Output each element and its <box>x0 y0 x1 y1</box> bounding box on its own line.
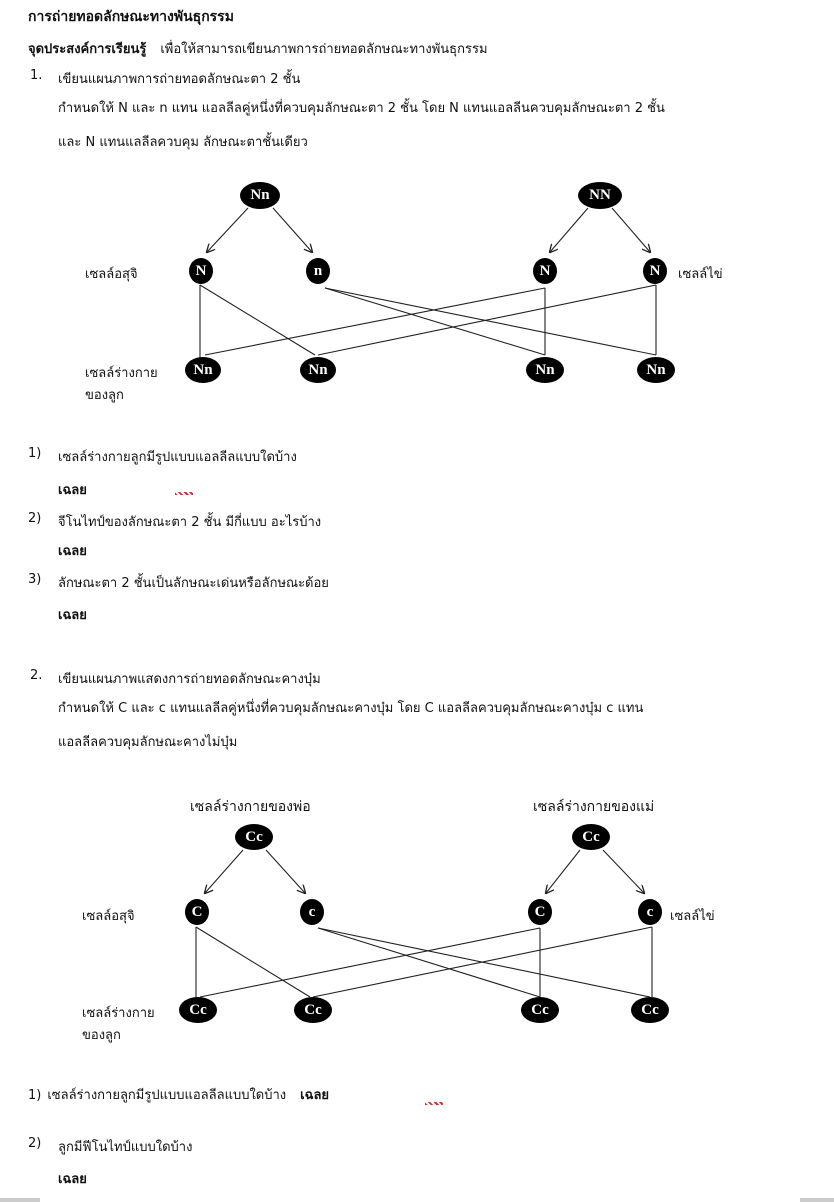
page-edge <box>0 1198 40 1202</box>
question-number: 1) <box>28 1088 42 1103</box>
egg-label: เซลล์ไข่ <box>670 909 715 924</box>
egg-label: เซลล์ไข่ <box>678 267 723 282</box>
sperm-label: เซลล์อสุจิ <box>82 909 135 924</box>
section-number: 2. <box>30 668 43 683</box>
gamete-node: N <box>189 258 213 284</box>
answer-label: เฉลย <box>58 483 87 498</box>
child-cell-label: เซลล์ร่างกาย <box>85 366 158 381</box>
question-number: 1) <box>28 446 42 461</box>
parent-node: Cc <box>235 824 273 850</box>
section-number: 1. <box>30 68 43 83</box>
gamete-node: n <box>306 258 330 284</box>
child-node: Cc <box>179 997 217 1023</box>
gamete-node: N <box>643 258 667 284</box>
child-cell-label: ของลูก <box>85 388 124 403</box>
answer-label: เฉลย <box>300 1088 330 1103</box>
objective-text: เพื่อให้สามารถเขียนภาพการถ่ายทอดลักษณะทา… <box>160 42 488 57</box>
question-text: เซลล์ร่างกายลูกมีรูปแบบแอลลีลแบบใดบ้าง <box>47 1088 287 1103</box>
gamete-node: N <box>533 258 557 284</box>
mother-label: เซลล์ร่างกายของแม่ <box>533 799 655 815</box>
spellcheck-underline <box>425 1102 443 1105</box>
child-node: Nn <box>526 357 564 383</box>
gamete-node: c <box>638 899 662 925</box>
child-node: Cc <box>294 997 332 1023</box>
child-node: Cc <box>631 997 669 1023</box>
gamete-node: C <box>528 899 552 925</box>
parent-node: Nn <box>240 182 280 209</box>
gamete-node: C <box>185 899 209 925</box>
question-text: ลักษณะตา 2 ชั้นเป็นลักษณะเด่นหรือลักษณะด… <box>58 576 329 591</box>
objective-row: จุดประสงค์การเรียนรู้ เพื่อให้สามารถเขีย… <box>28 38 488 59</box>
spellcheck-underline <box>175 492 193 495</box>
document-title: การถ่ายทอดลักษณะทางพันธุกรรม <box>28 9 234 25</box>
child-node: Cc <box>521 997 559 1023</box>
question-number: 2) <box>28 1136 42 1151</box>
section-text: กำหนดให้ C และ c แทนแลลีลคู่หนึ่งที่ควบค… <box>58 701 644 716</box>
question-text: จีโนไทป์ของลักษณะตา 2 ชั้น มีกี่แบบ อะไร… <box>58 515 322 530</box>
child-cell-label: เซลล์ร่างกาย <box>82 1006 155 1021</box>
parent-node: Cc <box>572 824 610 850</box>
question-text: เซลล์ร่างกายลูกมีรูปแบบแอลลีลแบบใดบ้าง <box>58 450 297 465</box>
objective-label: จุดประสงค์การเรียนรู้ <box>28 42 147 57</box>
answer-label: เฉลย <box>58 1172 87 1187</box>
parent-node: NN <box>578 182 622 209</box>
father-label: เซลล์ร่างกายของพ่อ <box>190 799 311 815</box>
sperm-label: เซลล์อสุจิ <box>85 267 138 282</box>
child-node: Nn <box>300 357 336 383</box>
answer-label: เฉลย <box>58 608 87 623</box>
child-cell-label: ของลูก <box>82 1028 121 1043</box>
question-row: 1) เซลล์ร่างกายลูกมีรูปแบบแอลลีลแบบใดบ้า… <box>28 1084 329 1105</box>
question-number: 2) <box>28 511 42 526</box>
section-text: แอลลีลควบคุมลักษณะคางไม่บุ๋ม <box>58 735 238 750</box>
child-node: Nn <box>637 357 675 383</box>
section-text: กำหนดให้ N และ n แทน แอลลีลคู่หนึ่งที่คว… <box>58 101 665 116</box>
section-heading: เขียนแผนภาพการถ่ายทอดลักษณะตา 2 ชั้น <box>58 72 301 87</box>
page-edge <box>800 1198 834 1202</box>
section-text: และ N แทนแลลีลควบคุม ลักษณะตาชั้นเดียว <box>58 135 308 150</box>
section-heading: เขียนแผนภาพแสดงการถ่ายทอดลักษณะคางบุ๋ม <box>58 672 321 687</box>
gamete-node: c <box>300 899 324 925</box>
question-number: 3) <box>28 572 42 587</box>
question-text: ลูกมีฟีโนไทป์แบบใดบ้าง <box>58 1140 193 1155</box>
child-node: Nn <box>185 357 221 383</box>
answer-label: เฉลย <box>58 544 87 559</box>
